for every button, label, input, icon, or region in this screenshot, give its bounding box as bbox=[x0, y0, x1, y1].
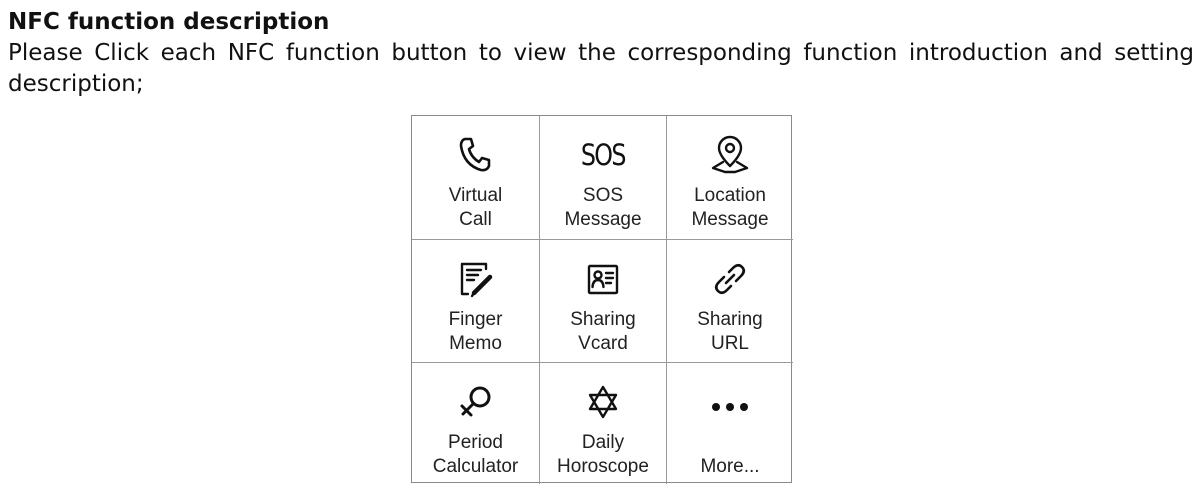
nfc-button-finger-memo[interactable]: Finger Memo bbox=[412, 240, 540, 363]
nfc-label-line1: Finger bbox=[448, 309, 503, 330]
nfc-button-more[interactable]: More... bbox=[667, 363, 793, 484]
nfc-button-location-message[interactable]: Location Message bbox=[667, 116, 793, 240]
nfc-label-line2: Vcard bbox=[578, 333, 628, 354]
nfc-label-line2: Memo bbox=[449, 333, 502, 354]
nfc-button-sharing-vcard[interactable]: Sharing Vcard bbox=[540, 240, 667, 363]
document: NFC function description Please Click ea… bbox=[8, 6, 1194, 100]
nfc-button-virtual-call[interactable]: Virtual Call bbox=[412, 116, 540, 240]
nfc-label-line2: More... bbox=[700, 456, 760, 477]
nfc-label-line1: SOS bbox=[582, 185, 624, 206]
sos-icon: SOS bbox=[581, 133, 627, 177]
page-title: NFC function description bbox=[8, 9, 330, 35]
phone-icon bbox=[454, 133, 498, 177]
nfc-label-line2: Call bbox=[459, 209, 492, 230]
link-icon bbox=[708, 257, 752, 301]
nfc-label-line1 bbox=[700, 431, 759, 455]
nfc-label-line2: Message bbox=[691, 209, 769, 230]
nfc-button-sharing-url[interactable]: Sharing URL bbox=[667, 240, 793, 363]
nfc-label-line2: Calculator bbox=[432, 456, 519, 477]
contact-card-icon bbox=[581, 257, 625, 301]
nfc-label-line1: Daily bbox=[581, 432, 625, 453]
nfc-label-line2: Message bbox=[564, 209, 642, 230]
nfc-label-line2: Horoscope bbox=[557, 456, 649, 477]
ellipsis-icon bbox=[708, 380, 752, 424]
nfc-label-line2: URL bbox=[710, 333, 749, 354]
nfc-button-daily-horoscope[interactable]: Daily Horoscope bbox=[540, 363, 667, 484]
star-of-david-icon bbox=[581, 380, 625, 424]
nfc-button-period-calculator[interactable]: Period Calculator bbox=[412, 363, 540, 484]
page-description: Please Click each NFC function button to… bbox=[8, 40, 1194, 97]
venus-symbol-icon bbox=[454, 380, 498, 424]
nfc-label-line1: Virtual bbox=[448, 185, 503, 206]
nfc-label-line1: Sharing bbox=[570, 309, 636, 330]
sos-icon-text: SOS bbox=[581, 138, 627, 172]
nfc-button-sos-message[interactable]: SOS SOS Message bbox=[540, 116, 667, 240]
nfc-label-line1: Period bbox=[448, 432, 503, 453]
memo-pencil-icon bbox=[454, 257, 498, 301]
nfc-function-grid: Virtual Call SOS SOS Message Location Me… bbox=[411, 115, 793, 484]
nfc-label-line1: Location bbox=[694, 185, 766, 206]
nfc-label-line1: Sharing bbox=[697, 309, 763, 330]
location-pin-icon bbox=[708, 133, 752, 177]
